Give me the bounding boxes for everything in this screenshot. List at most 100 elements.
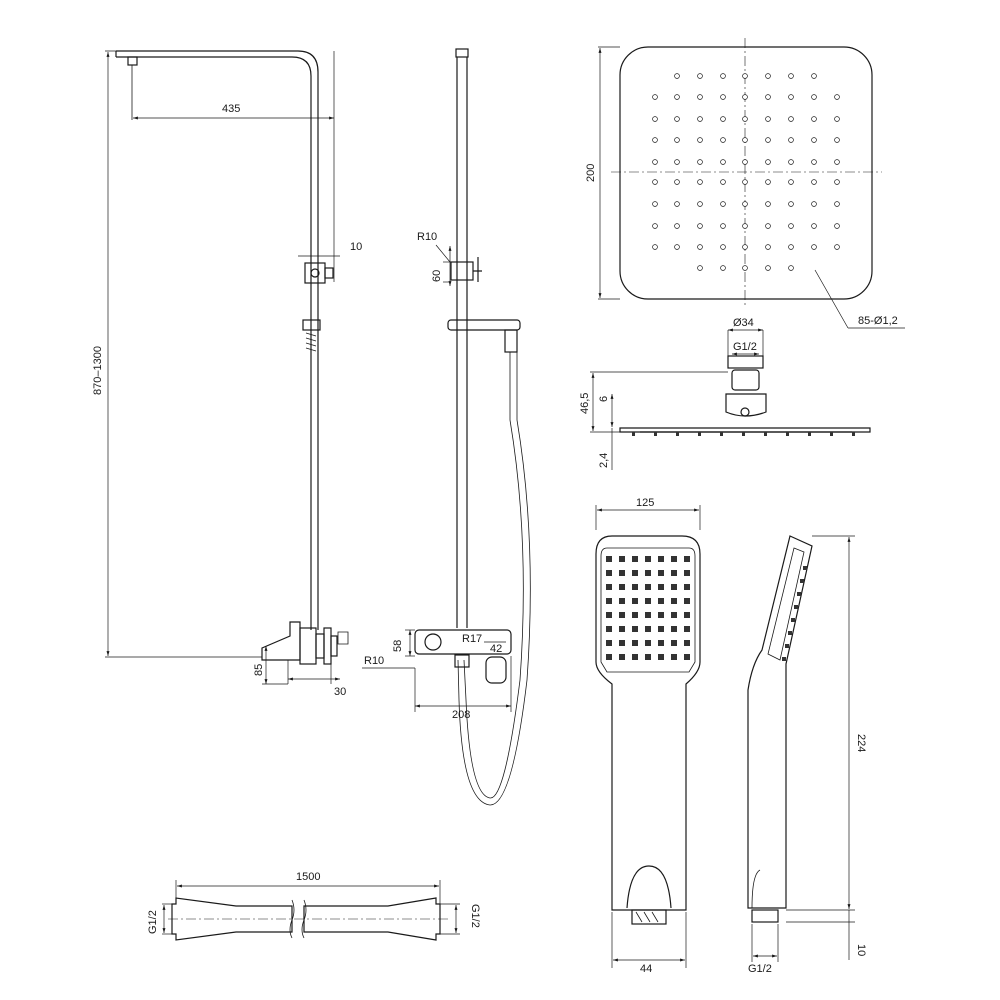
nozzle-hole: [788, 159, 794, 165]
hand-nozzle: [619, 626, 625, 632]
hand-nozzle: [671, 612, 677, 618]
nozzle-hole: [697, 73, 703, 79]
nozzle-hole: [834, 244, 840, 250]
dim-holder-height: 60: [431, 270, 443, 282]
dim-front-radius-top: R10: [417, 231, 437, 243]
dim-head-connector-height: 6: [598, 396, 610, 402]
nozzle-pin: [654, 432, 657, 436]
dim-handle-radius: R17: [462, 633, 482, 645]
hand-nozzle: [645, 584, 651, 590]
nozzle-hole: [811, 223, 817, 229]
hand-nozzle: [619, 584, 625, 590]
nozzle-hole: [720, 223, 726, 229]
nozzle-pin: [720, 432, 723, 436]
hand-nozzle: [606, 626, 612, 632]
nozzle-hole: [765, 223, 771, 229]
dim-hand-base-width: 44: [640, 963, 652, 975]
hand-nozzle: [684, 570, 690, 576]
hand-nozzle: [658, 598, 664, 604]
hand-nozzle: [671, 626, 677, 632]
nozzle-hole: [674, 201, 680, 207]
nozzle-hole: [788, 137, 794, 143]
hand-nozzle-grid: [606, 556, 690, 660]
hand-nozzle: [684, 626, 690, 632]
hand-nozzle: [645, 626, 651, 632]
hand-nozzle: [658, 556, 664, 562]
hand-nozzle: [606, 640, 612, 646]
nozzle-hole: [765, 116, 771, 122]
hand-nozzle: [632, 570, 638, 576]
nozzle-pin: [808, 432, 811, 436]
hand-side-pin: [794, 605, 798, 609]
nozzle-hole: [834, 159, 840, 165]
nozzle-hole: [697, 201, 703, 207]
hand-nozzle: [632, 626, 638, 632]
nozzle-hole: [742, 94, 748, 100]
hand-nozzle: [632, 556, 638, 562]
nozzle-pin: [852, 432, 855, 436]
hand-side-pin: [797, 592, 801, 596]
nozzle-hole: [811, 73, 817, 79]
nozzle-hole: [742, 73, 748, 79]
nozzle-hole: [697, 159, 703, 165]
nozzle-hole: [742, 159, 748, 165]
nozzle-hole: [811, 201, 817, 207]
hand-shower-front-view: 125 44: [595, 497, 701, 975]
hand-nozzle: [619, 654, 625, 660]
nozzle-hole: [674, 159, 680, 165]
nozzle-hole: [697, 94, 703, 100]
dim-nozzles: 85-Ø1,2: [858, 315, 898, 327]
nozzle-hole: [742, 201, 748, 207]
hand-nozzle: [632, 598, 638, 604]
dim-connector-diameter: Ø34: [733, 317, 754, 329]
nozzle-pin: [830, 432, 833, 436]
hand-nozzle: [684, 556, 690, 562]
nozzle-hole: [834, 179, 840, 185]
nozzle-hole: [834, 137, 840, 143]
hand-nozzle: [619, 612, 625, 618]
dim-hand-length: 224: [855, 734, 867, 752]
nozzle-hole: [788, 73, 794, 79]
dim-mixer-projection: 42: [490, 643, 502, 655]
hand-nozzle: [658, 612, 664, 618]
dim-mixer-height: 85: [253, 664, 265, 676]
nozzle-hole: [742, 265, 748, 271]
nozzle-hole: [765, 73, 771, 79]
nozzle-hole: [697, 223, 703, 229]
nozzle-hole: [742, 223, 748, 229]
dim-mixer-depth: 30: [334, 686, 346, 698]
dim-head-size: 200: [585, 164, 597, 182]
nozzle-hole: [674, 179, 680, 185]
hand-nozzle: [658, 640, 664, 646]
nozzle-hole: [652, 116, 658, 122]
dim-hand-width: 125: [636, 497, 654, 509]
nozzle-hole: [742, 116, 748, 122]
hand-nozzle: [606, 570, 612, 576]
hand-nozzle: [619, 556, 625, 562]
nozzle-hole: [788, 201, 794, 207]
dim-holder-offset: 10: [350, 241, 362, 253]
dim-mixer-height-front: 58: [392, 640, 404, 652]
nozzle-pin: [676, 432, 679, 436]
nozzle-hole: [720, 73, 726, 79]
nozzle-hole: [788, 265, 794, 271]
hand-side-pin: [782, 657, 786, 661]
nozzle-hole: [652, 94, 658, 100]
shower-head-side-view: Ø34 G1/2 46,5 6 2,4: [579, 317, 871, 470]
front-view: R10 60 R17 42 58 R10 208: [362, 48, 531, 806]
hand-side-pin: [788, 631, 792, 635]
nozzle-hole: [811, 244, 817, 250]
nozzle-hole: [674, 244, 680, 250]
nozzle-hole: [697, 179, 703, 185]
nozzle-grid: [652, 73, 840, 271]
hand-side-pin: [791, 618, 795, 622]
hand-nozzle: [684, 584, 690, 590]
hand-nozzle: [632, 654, 638, 660]
nozzle-hole: [765, 137, 771, 143]
nozzle-hole: [720, 244, 726, 250]
hand-nozzle: [606, 584, 612, 590]
nozzle-pins: [632, 432, 855, 436]
nozzle-hole: [720, 116, 726, 122]
hand-nozzle: [658, 584, 664, 590]
hand-nozzle: [671, 598, 677, 604]
